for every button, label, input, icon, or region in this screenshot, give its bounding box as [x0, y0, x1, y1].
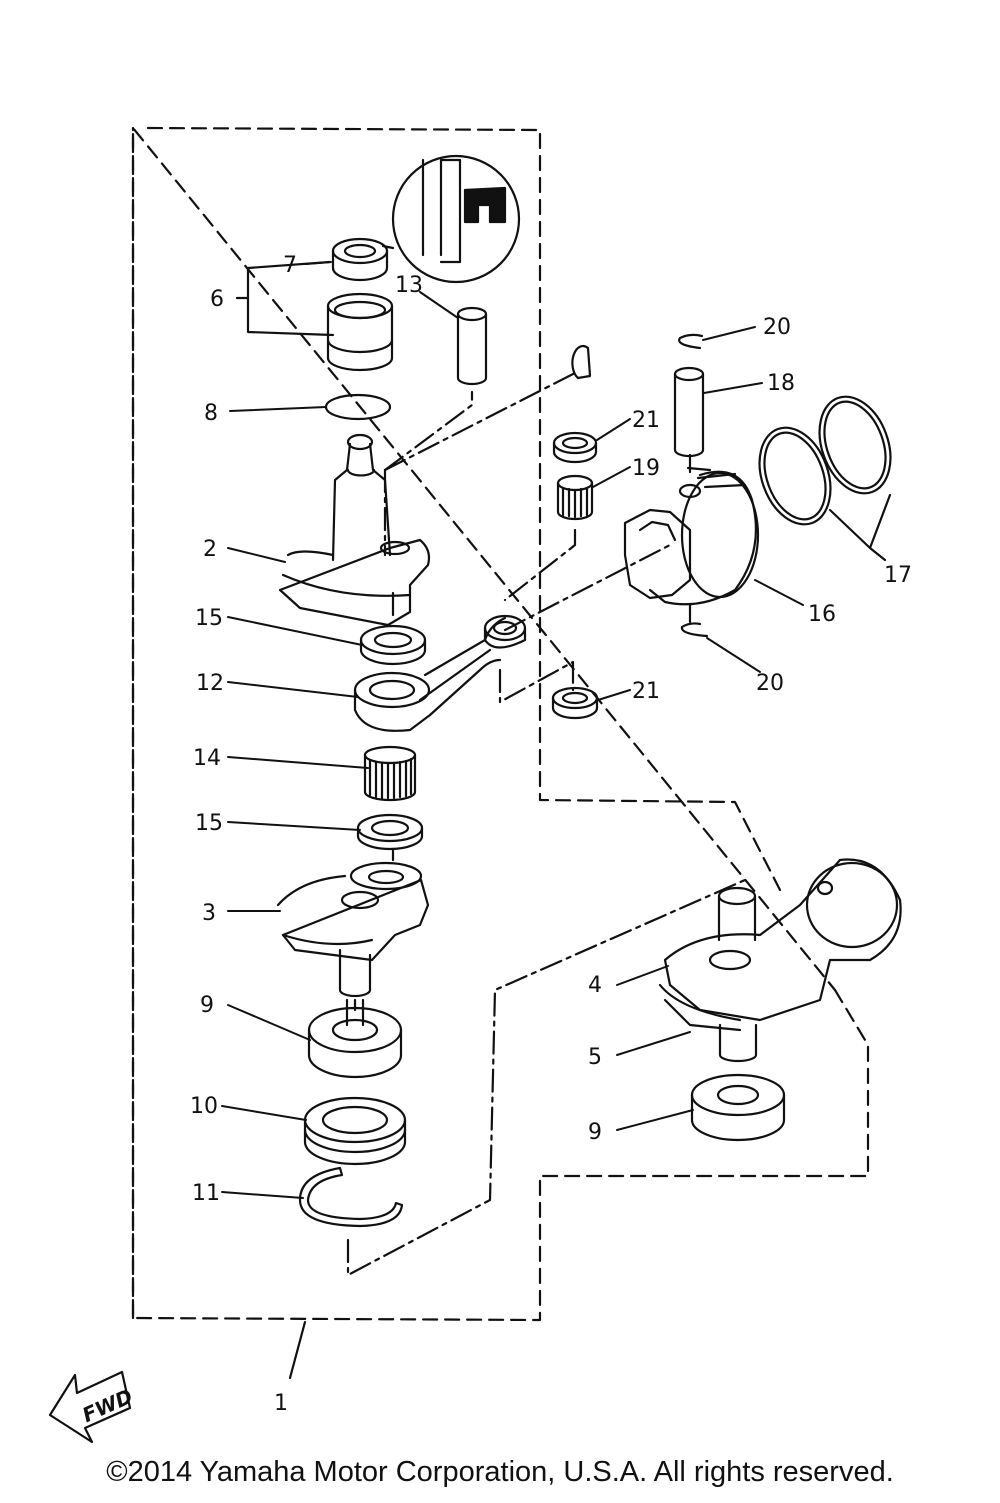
- needle-bearing-14: [363, 745, 417, 802]
- part-label-5: 5: [588, 1045, 602, 1070]
- assembly-boundary: [131, 126, 870, 1322]
- part-label-2: 2: [203, 537, 217, 562]
- connecting-rod-12: [353, 614, 527, 732]
- needle-bearing-19: [556, 474, 594, 521]
- part-label-21-lower: 21: [632, 679, 660, 704]
- leader-lines: [221, 261, 804, 1199]
- part-label-1: 1: [274, 1391, 288, 1416]
- pin-13: [456, 306, 488, 386]
- part-label-3: 3: [202, 901, 216, 926]
- part-label-7: 7: [283, 253, 297, 278]
- part-label-18: 18: [767, 371, 795, 396]
- oil-seal-10: [303, 1096, 407, 1166]
- alignment-lines: [346, 371, 747, 1277]
- part-label-15-lower: 15: [195, 811, 223, 836]
- washer-21-upper: [552, 431, 598, 464]
- piston-rings-17: [758, 395, 892, 562]
- bearing-15-lower: [356, 813, 424, 851]
- part-label-12: 12: [196, 671, 224, 696]
- part-label-19: 19: [632, 456, 660, 481]
- crank-upper-2: [278, 433, 431, 627]
- crank-assembly-4-5: [658, 858, 902, 1063]
- part-label-4: 4: [588, 973, 602, 998]
- part-label-9-left: 9: [200, 993, 214, 1018]
- part-label-20-upper: 20: [763, 315, 791, 340]
- part-label-20-lower: 20: [756, 671, 784, 696]
- part-label-8: 8: [204, 401, 218, 426]
- inset-detail: [381, 154, 521, 284]
- fwd-arrow-icon: [48, 1370, 132, 1444]
- bearing-9-left: [307, 998, 403, 1079]
- clip-20-upper: [678, 333, 704, 350]
- bushing-6: [326, 292, 394, 372]
- bracket-6-7: [235, 260, 335, 337]
- o-ring-8: [324, 393, 392, 421]
- fwd-label: FWD: [79, 1384, 137, 1427]
- bearing-9-right: [690, 1073, 786, 1142]
- washer-21-lower: [551, 686, 599, 720]
- piston-16: [623, 466, 760, 606]
- copyright-notice: ©2014 Yamaha Motor Corporation, U.S.A. A…: [106, 1456, 894, 1488]
- oil-seal-7: [331, 237, 389, 282]
- part-labels: 1 2 3 4 5 6 7 8 9 9 10 11 12 13 14 15 15…: [190, 253, 912, 1416]
- part-label-11: 11: [192, 1181, 220, 1206]
- snap-ring-11: [298, 1166, 404, 1228]
- part-label-17: 17: [884, 563, 912, 588]
- piston-pin-18: [673, 366, 705, 458]
- bearing-15-upper: [359, 624, 427, 666]
- leader-1: [288, 1320, 307, 1380]
- part-label-16: 16: [808, 602, 836, 627]
- part-label-14: 14: [193, 746, 221, 771]
- part-label-9-right: 9: [588, 1120, 602, 1145]
- part-label-15-upper: 15: [195, 606, 223, 631]
- woodruff-key: [571, 344, 592, 380]
- part-label-10: 10: [190, 1094, 218, 1119]
- part-label-21-upper: 21: [632, 408, 660, 433]
- crank-lower-3: [276, 861, 430, 998]
- part-label-6: 6: [210, 287, 224, 312]
- clip-20-lower: [680, 622, 709, 638]
- part-label-13: 13: [395, 273, 423, 298]
